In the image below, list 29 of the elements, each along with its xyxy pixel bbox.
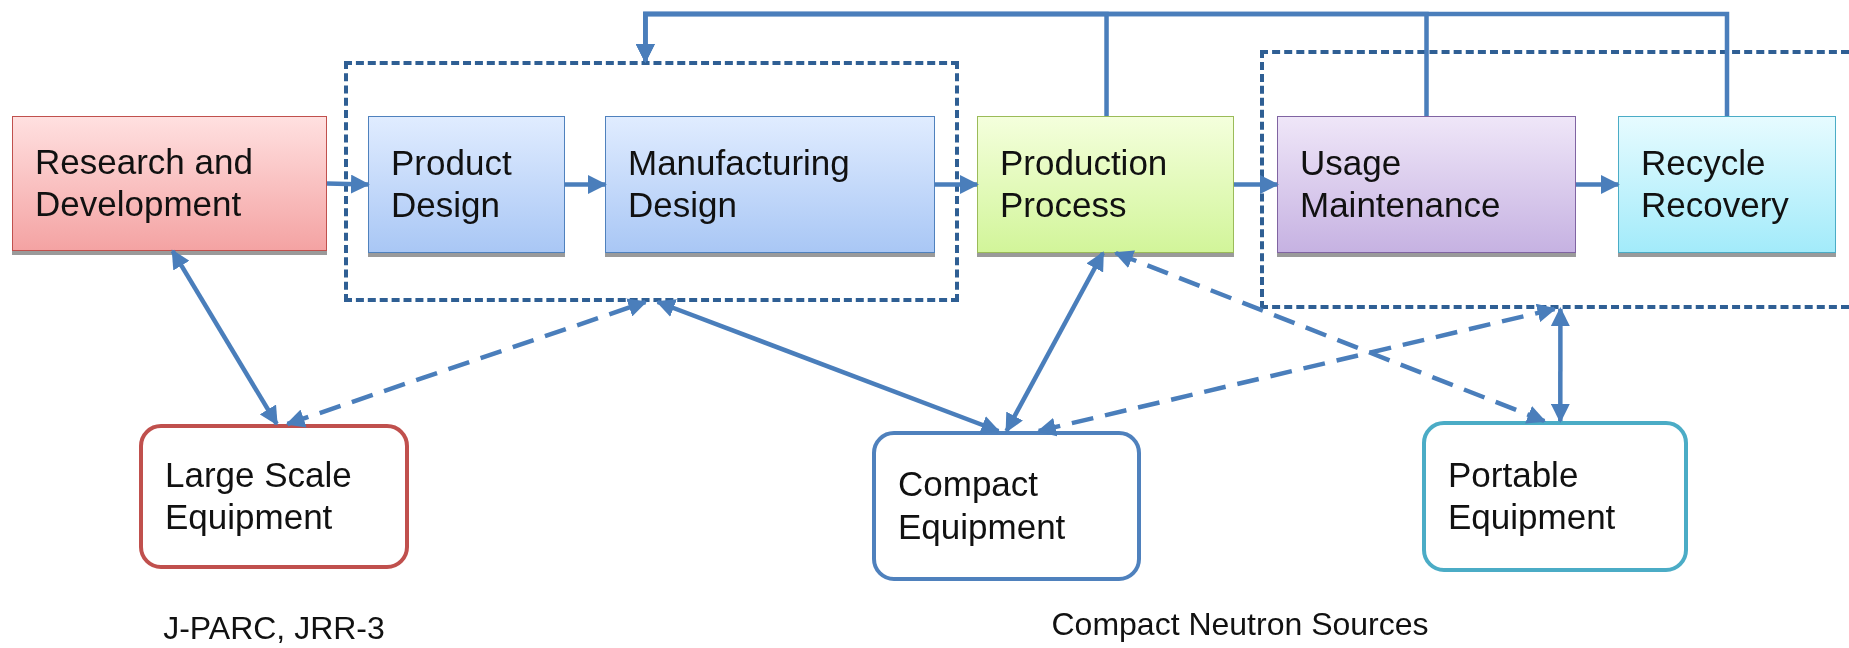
dashed-arrow (1036, 303, 1557, 437)
box-label: Large Scale Equipment (165, 453, 353, 539)
arrow (635, 11, 1429, 116)
arrow (170, 249, 279, 426)
arrow (655, 299, 1001, 434)
arrow (326, 174, 370, 194)
caption-text: Compact Neutron Sources (1050, 606, 1430, 643)
equipment-box (139, 424, 409, 569)
arrow (565, 175, 607, 194)
dashed-group-box (1260, 50, 1849, 309)
box-label: Recycle Recovery (1641, 141, 1790, 227)
arrow (1550, 307, 1570, 423)
dashed-group-box (344, 61, 959, 302)
arrow (935, 175, 979, 194)
dashed-arrow (285, 298, 648, 428)
arrow (1234, 175, 1279, 194)
arrow (1576, 175, 1620, 194)
box-label: Manufacturing Design (628, 141, 851, 227)
box-label: Compact Equipment (898, 463, 1067, 548)
dashed-arrow (1114, 250, 1547, 424)
box-label: Usage Maintenance (1300, 141, 1502, 227)
box-label: Portable Equipment (1448, 453, 1617, 539)
arrow (1004, 251, 1105, 433)
equipment-box (1422, 421, 1688, 572)
box-label: Production Process (1000, 141, 1169, 227)
box-label: Product Design (391, 141, 513, 227)
box-label: Research and Development (35, 140, 254, 226)
equipment-box (872, 431, 1141, 581)
caption-text: J-PARC, JRR-3 (162, 610, 386, 647)
